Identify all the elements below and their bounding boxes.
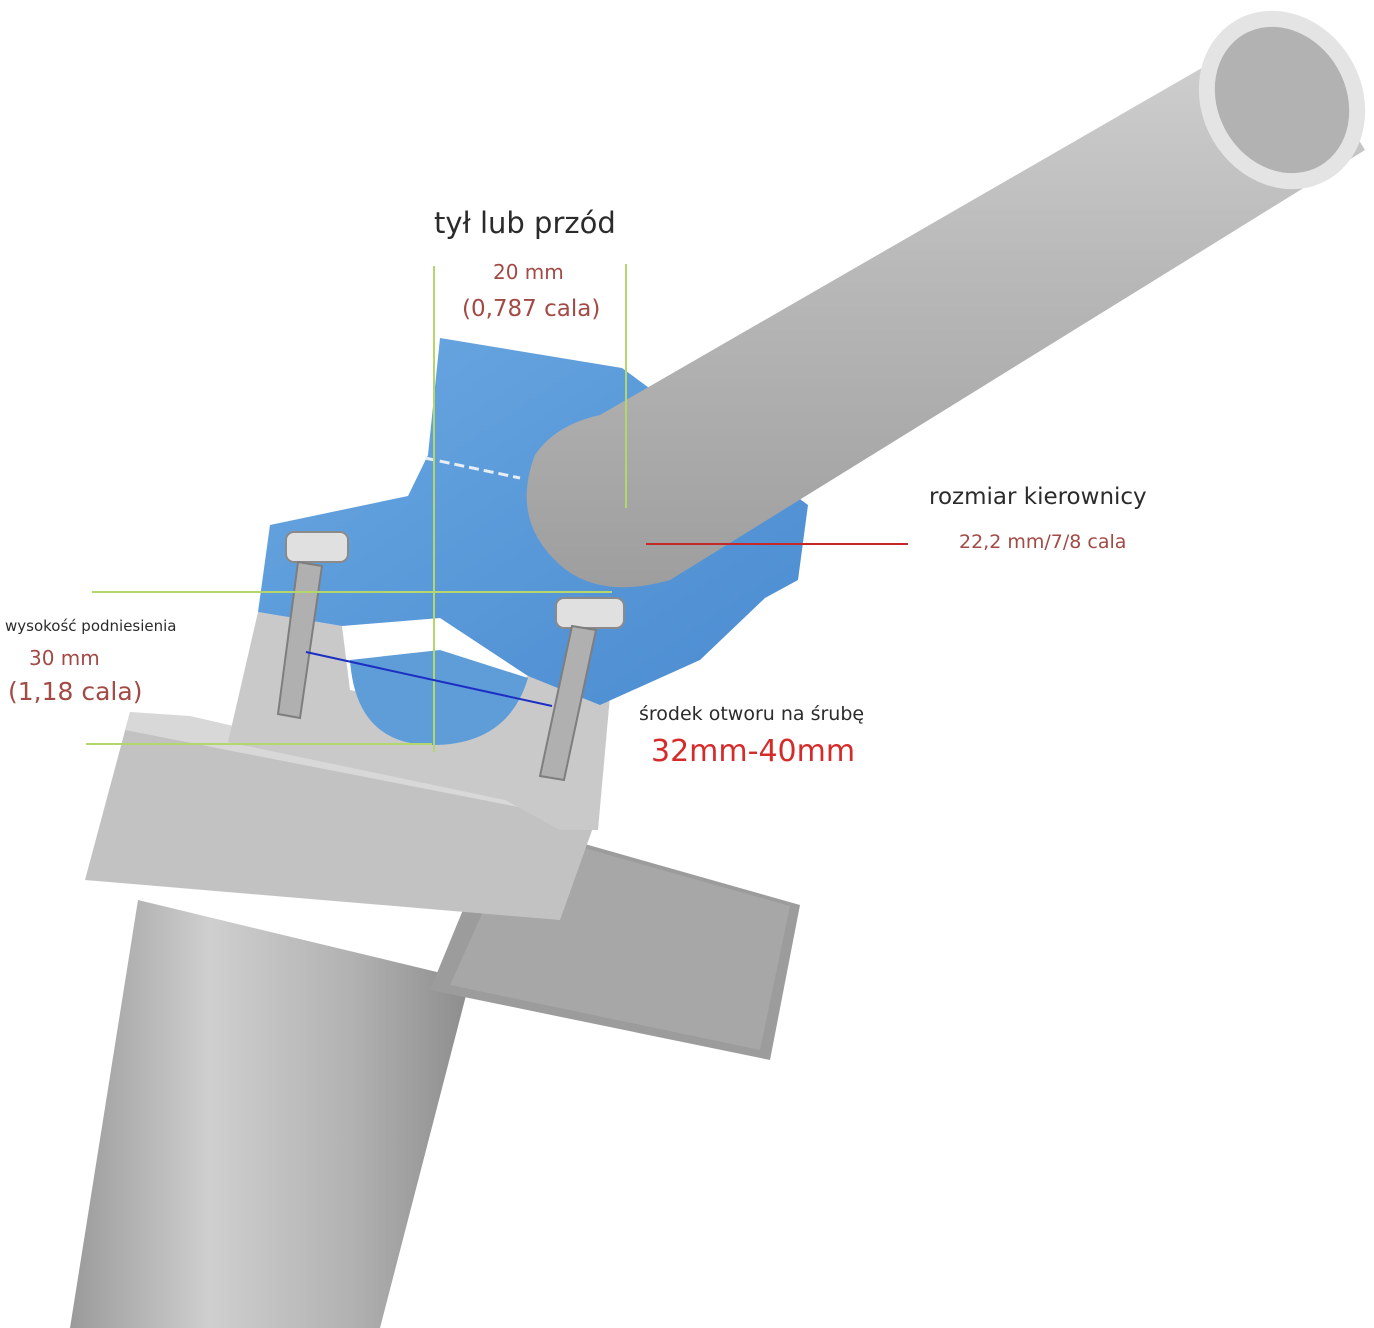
hole-center-line — [305, 651, 553, 707]
label-back-or-front: tył lub przód — [434, 206, 616, 240]
bolt-right — [538, 597, 625, 782]
label-setback-in: (0,787 cala) — [462, 296, 601, 322]
handlebar — [526, 20, 1365, 588]
label-bar-size: rozmiar kierownicy — [929, 484, 1147, 510]
fork-tube — [70, 900, 470, 1328]
top-clamp — [85, 712, 600, 920]
label-hole-center: środek otworu na śrubę — [639, 703, 865, 725]
handlebar-end-inner — [1214, 26, 1350, 174]
clamp-seam — [424, 456, 521, 480]
lower-bar-seat — [350, 650, 528, 745]
bolt-left — [276, 531, 349, 720]
label-setback-mm: 20 mm — [493, 260, 564, 284]
label-rise-height: wysokość podniesienia — [5, 617, 177, 635]
label-rise-mm: 30 mm — [29, 646, 100, 670]
label-hole-center-value: 32mm-40mm — [651, 734, 856, 769]
label-bar-size-value: 22,2 mm/7/8 cala — [959, 531, 1127, 553]
label-rise-in: (1,18 cala) — [8, 677, 143, 706]
